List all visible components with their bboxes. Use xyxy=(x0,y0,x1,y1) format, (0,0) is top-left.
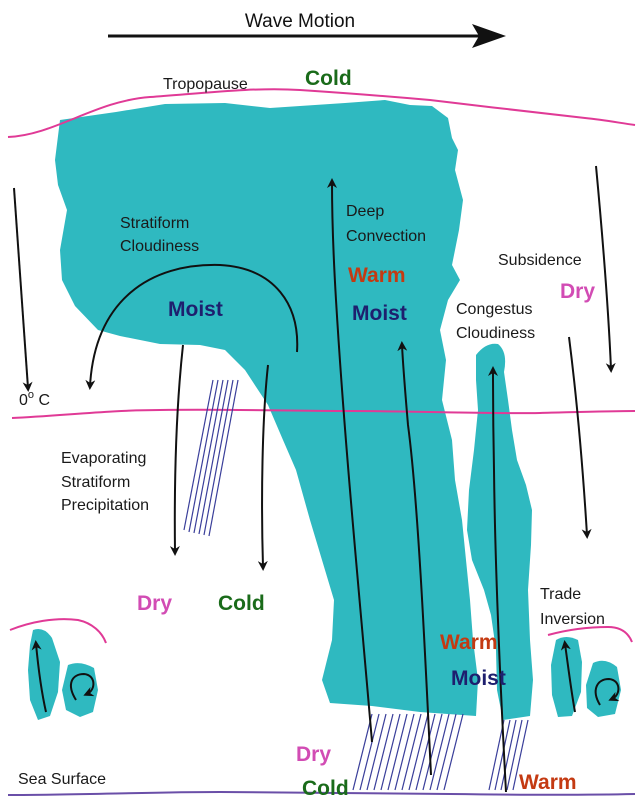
stratiform-line-1: Stratiform xyxy=(120,215,189,232)
shallow-cloud-right-2 xyxy=(586,661,621,717)
dry-bottom-label: Dry xyxy=(296,743,331,766)
lower-subsidence-arrow xyxy=(569,337,587,535)
stratiform-downdraft-arrow-left xyxy=(175,345,183,552)
cold-top-label: Cold xyxy=(305,67,352,90)
trade-inversion-left xyxy=(10,619,106,643)
descent-arrow-far-left xyxy=(14,188,28,388)
congestus-line-2: Cloudiness xyxy=(456,325,535,342)
deep-convective-cloud xyxy=(55,100,478,716)
evap-line-3: Precipitation xyxy=(61,497,149,514)
cold-bottom-label: Cold xyxy=(302,777,349,800)
trade-inversion-label: Trade Inversion xyxy=(540,586,605,628)
stratiform-precip-streaks xyxy=(184,380,238,536)
moist-lower-label: Moist xyxy=(451,667,506,690)
wave-motion-label: Wave Motion xyxy=(245,11,355,32)
sea-surface-label: Sea Surface xyxy=(18,771,106,788)
trade-inversion-line-1: Trade xyxy=(540,586,581,603)
deep-convection-line-1: Deep xyxy=(346,203,384,220)
dry-subsidence-label: Dry xyxy=(560,280,595,303)
moist-deep-label: Moist xyxy=(352,302,407,325)
evap-line-1: Evaporating xyxy=(61,450,146,467)
warm-lower-label: Warm xyxy=(440,631,498,654)
warm-bottom-label: Warm xyxy=(519,771,577,794)
tropopause-label: Tropopause xyxy=(163,76,248,93)
cold-left-label: Cold xyxy=(218,592,265,615)
evap-line-2: Stratiform xyxy=(61,474,130,491)
moist-stratiform-label: Moist xyxy=(168,298,223,321)
freezing-level-value: 0 xyxy=(19,392,28,409)
convective-rain-streaks xyxy=(353,714,463,790)
subsidence-arrow xyxy=(596,166,611,369)
freezing-level-unit: C xyxy=(34,392,50,409)
evaporating-precip-label: Evaporating Stratiform Precipitation xyxy=(61,450,151,514)
trade-inversion-line-2: Inversion xyxy=(540,611,605,628)
warm-deep-label: Warm xyxy=(348,264,406,287)
deep-convection-line-2: Convection xyxy=(346,228,426,245)
stratiform-line-2: Cloudiness xyxy=(120,238,199,255)
subsidence-label: Subsidence xyxy=(498,252,582,269)
dry-left-label: Dry xyxy=(137,592,172,615)
congestus-cloudiness-label: Congestus Cloudiness xyxy=(456,301,537,342)
freezing-level-label: 0o C xyxy=(19,389,50,409)
congestus-line-1: Congestus xyxy=(456,301,533,318)
